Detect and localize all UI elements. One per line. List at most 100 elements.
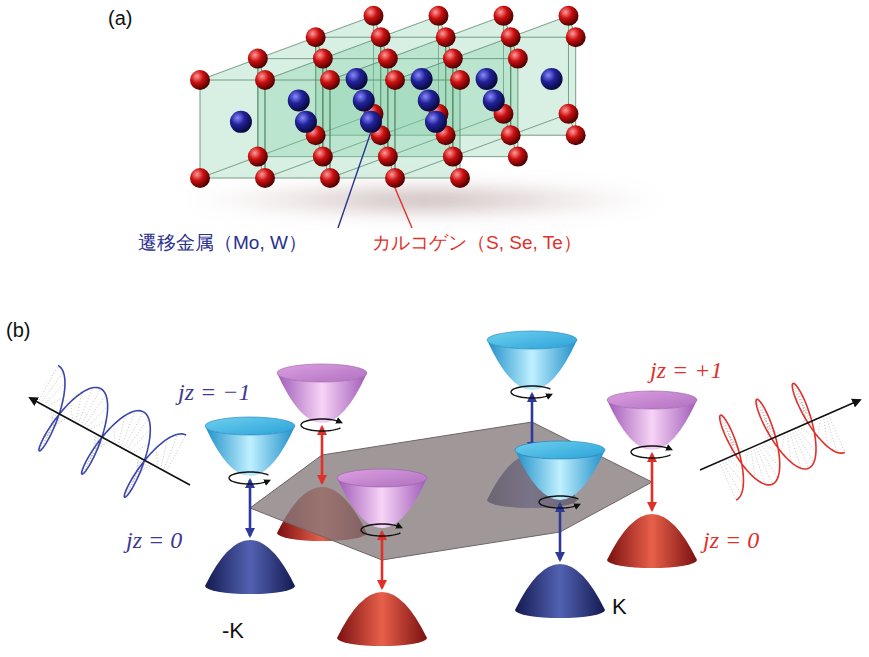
band-rim xyxy=(205,417,295,435)
transition-arrow xyxy=(651,454,654,510)
field-vector xyxy=(131,444,148,453)
field-vector xyxy=(755,446,772,484)
field-vector xyxy=(125,462,148,494)
transition-arrow xyxy=(249,480,252,536)
rotation-arrow xyxy=(511,386,550,398)
chalcogen-atom xyxy=(443,49,463,69)
field-vector xyxy=(781,433,785,452)
atom-label-holder: 遷移金属（Mo, W） xyxy=(138,232,307,255)
field-vector xyxy=(787,432,791,463)
field-vector xyxy=(123,412,143,449)
crystal-structure xyxy=(190,6,586,188)
transition-arrow xyxy=(321,427,324,483)
chalcogen-atom xyxy=(558,6,578,26)
chalcogen-atom xyxy=(313,147,333,167)
panel-label: (b) xyxy=(6,318,30,342)
chalcogen-atom xyxy=(450,168,470,188)
band-rim xyxy=(607,391,697,409)
field-vector xyxy=(85,436,100,472)
field-vector xyxy=(721,461,741,495)
chalcogen-atom xyxy=(190,168,210,188)
leader-lines xyxy=(338,132,412,228)
chalcogen-atom xyxy=(443,147,463,167)
field-vector xyxy=(828,414,845,452)
layer-shadow xyxy=(185,180,665,220)
field-vector xyxy=(166,435,186,472)
brillouin-zone xyxy=(250,422,652,560)
chalcogen-atom xyxy=(313,49,333,69)
leader-line xyxy=(395,188,412,228)
chalcogen-atom xyxy=(493,6,513,26)
metal-atom xyxy=(483,89,505,111)
angular-momentum-label-holder: jz = +1 xyxy=(650,356,722,385)
chalcogen-atom xyxy=(363,6,383,26)
field-vector xyxy=(156,448,158,467)
field-vector xyxy=(758,445,778,479)
rotation-arrow xyxy=(301,419,340,431)
band-rim xyxy=(277,364,367,382)
field-vector xyxy=(817,417,821,436)
field-vector xyxy=(42,413,57,449)
angular-momentum-label-holder: jz = −1 xyxy=(178,378,250,407)
valence-band xyxy=(205,540,295,594)
field-vector xyxy=(745,449,749,468)
field-vector xyxy=(127,459,142,495)
angular-momentum-label-holder: jz = 0 xyxy=(703,526,759,555)
chalcogen-atom xyxy=(371,27,391,47)
field-vector xyxy=(89,421,106,430)
chalcogen-atom xyxy=(501,27,521,47)
chalcogen-atom xyxy=(378,147,398,167)
panel-label-holder: (b) xyxy=(6,318,30,342)
panel-label-holder: (a) xyxy=(108,6,132,30)
metal-atom xyxy=(541,68,563,90)
field-vector xyxy=(41,372,64,404)
chalcogen-atom xyxy=(558,104,578,124)
rotation-arrow xyxy=(631,446,670,458)
valley-label-holder: -K xyxy=(222,618,244,644)
field-vector xyxy=(719,462,736,500)
chalcogen-atom xyxy=(190,70,210,90)
helix xyxy=(720,383,845,500)
valley-label: K xyxy=(612,594,627,620)
metal-atom xyxy=(288,89,310,111)
chalcogen-atom xyxy=(248,147,268,167)
propagation-axis xyxy=(700,400,860,470)
field-vector xyxy=(81,389,101,426)
leader-line xyxy=(338,132,371,228)
transition-arrow xyxy=(381,532,384,588)
chalcogen-atom xyxy=(248,49,268,69)
field-vector xyxy=(756,403,776,437)
angular-momentum-label: jz = +1 xyxy=(650,356,722,385)
transition-arrow xyxy=(559,504,562,560)
metal-atom xyxy=(476,68,498,90)
metal-atom xyxy=(230,111,252,133)
chalcogen-atom xyxy=(385,70,405,90)
transition-arrow xyxy=(531,394,534,450)
angular-momentum-label: jz = 0 xyxy=(703,526,759,555)
metal-atom xyxy=(360,111,382,133)
field-vector xyxy=(94,433,96,452)
chalcogen-atom xyxy=(508,147,528,167)
metal-atom xyxy=(411,68,433,90)
field-vector xyxy=(137,456,139,475)
propagation-axis xyxy=(30,398,190,485)
field-vector xyxy=(823,416,827,447)
atom-label: カルコゲン（S, Se, Te） xyxy=(372,232,582,255)
band-rim xyxy=(487,331,577,349)
valence-band xyxy=(337,592,427,646)
band-rim xyxy=(337,469,427,487)
valley-diagram xyxy=(30,331,860,646)
chalcogen-atom xyxy=(378,49,398,69)
field-vector xyxy=(751,448,755,479)
chalcogen-atom xyxy=(508,49,528,69)
chalcogen-atom xyxy=(306,27,326,47)
field-vector xyxy=(720,419,740,453)
metal-atom xyxy=(418,89,440,111)
rotation-arrow xyxy=(229,472,268,484)
angular-momentum-label: jz = 0 xyxy=(126,526,182,555)
field-vector xyxy=(113,425,115,444)
chalcogen-atom xyxy=(255,168,275,188)
angular-momentum-label: jz = −1 xyxy=(178,378,250,407)
field-vector xyxy=(46,398,63,407)
